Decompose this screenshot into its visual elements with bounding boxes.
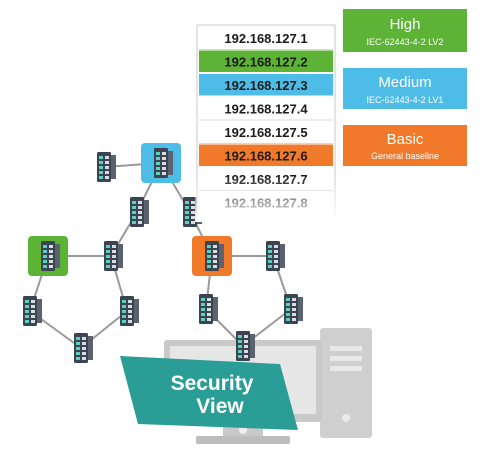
switch-icon	[130, 197, 149, 227]
banner-line2: View	[196, 395, 244, 418]
computer-tower	[320, 328, 372, 438]
level-medium-subtitle: IEC-62443-4-2 LV1	[367, 95, 444, 105]
ip-address-text: 192.168.127.5	[224, 125, 307, 140]
ip-address-text: 192.168.127.3	[224, 78, 307, 93]
list-fade	[195, 176, 337, 222]
ip-address-text: 192.168.127.1	[224, 31, 307, 46]
banner-line1: Security	[171, 372, 254, 395]
switch-icon-high	[28, 236, 68, 276]
ip-address-text: 192.168.127.4	[224, 102, 308, 117]
level-basic-subtitle: General baseline	[371, 151, 439, 161]
switch-icon	[104, 241, 123, 271]
switch-icon	[74, 333, 93, 363]
ip-row-bg	[199, 74, 333, 96]
ip-row: 192.168.127.2	[199, 50, 333, 72]
level-basic-title: Basic	[387, 131, 424, 148]
ip-address-text: 192.168.127.2	[224, 55, 307, 70]
level-high-box	[343, 9, 467, 52]
ip-row-bg	[199, 50, 333, 72]
ip-row: 192.168.127.4	[199, 97, 333, 121]
switch-icon	[284, 294, 303, 324]
ip-row-bg	[199, 121, 333, 143]
switch-icon	[199, 294, 218, 324]
ip-row: 192.168.127.1	[199, 27, 333, 50]
level-badge-basic: Basic General baseline	[343, 125, 467, 166]
level-medium-title: Medium	[378, 74, 431, 91]
level-badge-high: High IEC-62443-4-2 LV2	[343, 9, 467, 52]
ip-row-bg	[199, 27, 333, 49]
switch-icon	[23, 296, 42, 326]
level-medium-box	[343, 68, 467, 109]
level-high-title: High	[390, 16, 421, 33]
ip-row-bg	[199, 144, 333, 166]
ip-address-text: 192.168.127.6	[224, 149, 307, 164]
level-basic-box	[343, 125, 467, 166]
security-view-banner: Security View	[120, 356, 298, 430]
switch-icon-basic	[192, 236, 232, 276]
level-high-subtitle: IEC-62443-4-2 LV2	[367, 37, 444, 47]
ip-row: 192.168.127.3	[199, 74, 333, 96]
ip-row: 192.168.127.6	[199, 144, 333, 166]
switch-icon	[97, 152, 116, 182]
ip-row-bg	[199, 97, 333, 119]
switch-icon-medium	[141, 143, 181, 183]
switch-icon	[236, 331, 255, 361]
switch-icon	[266, 241, 285, 271]
network-switches	[23, 143, 303, 363]
switch-icon	[120, 296, 139, 326]
level-badge-medium: Medium IEC-62443-4-2 LV1	[343, 68, 467, 109]
ip-row: 192.168.127.5	[199, 121, 333, 144]
